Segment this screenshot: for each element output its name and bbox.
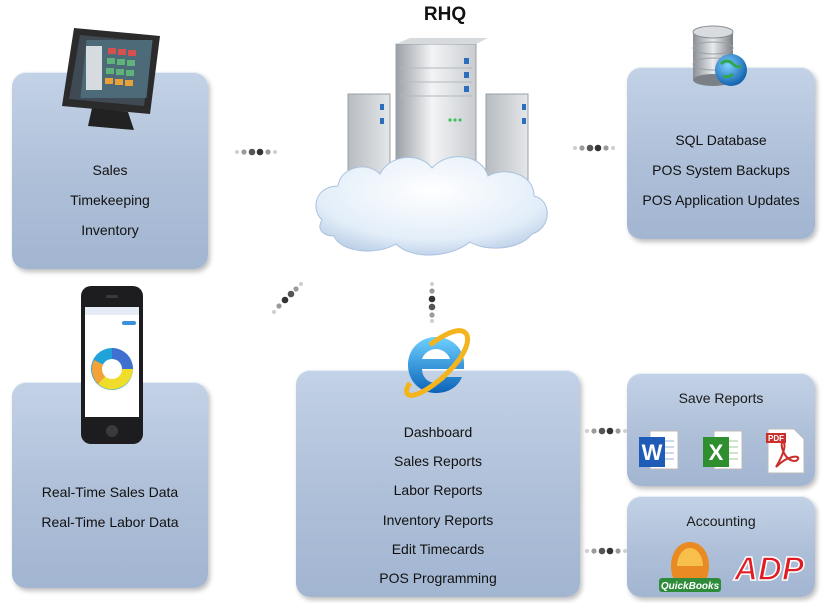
pos-terminal-icon bbox=[62, 28, 160, 130]
server-cloud-icon bbox=[315, 38, 548, 256]
excel-icon: X bbox=[703, 430, 743, 470]
pos-line: Inventory bbox=[81, 222, 139, 238]
quickbooks-logo: QuickBooks bbox=[659, 542, 721, 592]
pos-line: Timekeeping bbox=[70, 192, 150, 208]
adp-label: ADP bbox=[733, 551, 805, 585]
save-reports-box: Save Reports W X PDF bbox=[627, 373, 815, 486]
connector-rhq-web bbox=[428, 282, 436, 323]
database-globe-icon bbox=[692, 25, 747, 86]
web-box-text: Dashboard Sales Reports Labor Reports In… bbox=[296, 418, 580, 593]
connector-rhq-sql bbox=[573, 144, 615, 152]
word-icon: W bbox=[639, 430, 679, 470]
sql-line: POS Application Updates bbox=[642, 192, 800, 208]
svg-text:W: W bbox=[642, 440, 663, 465]
sql-box-text: SQL Database POS System Backups POS Appl… bbox=[627, 125, 815, 215]
svg-text:X: X bbox=[709, 440, 724, 465]
connector-web-save bbox=[585, 427, 627, 435]
mobile-line: Real-Time Sales Data bbox=[41, 484, 179, 500]
smartphone-icon bbox=[81, 286, 143, 444]
accounting-title: Accounting bbox=[686, 513, 756, 529]
svg-text:PDF: PDF bbox=[768, 434, 784, 443]
sql-line: SQL Database bbox=[675, 132, 767, 148]
pdf-icon: PDF bbox=[766, 428, 805, 474]
connector-web-accounting bbox=[585, 547, 627, 555]
pos-box-text: Sales Timekeeping Inventory bbox=[12, 155, 208, 245]
web-box: Dashboard Sales Reports Labor Reports In… bbox=[296, 370, 580, 597]
connector-pos-rhq bbox=[235, 148, 277, 156]
sql-box: SQL Database POS System Backups POS Appl… bbox=[627, 67, 815, 239]
web-line: Labor Reports bbox=[393, 482, 483, 499]
internet-explorer-icon bbox=[404, 328, 470, 398]
web-line: Inventory Reports bbox=[382, 511, 494, 528]
web-line: Edit Timecards bbox=[391, 540, 485, 557]
diagram-title: RHQ bbox=[423, 4, 467, 25]
sql-line: POS System Backups bbox=[652, 162, 790, 178]
save-reports-title: Save Reports bbox=[678, 390, 764, 406]
web-line: Sales Reports bbox=[394, 453, 482, 470]
accounting-box: Accounting QuickBooks ADP bbox=[627, 496, 815, 597]
adp-logo: ADP bbox=[732, 551, 805, 585]
web-line: Dashboard bbox=[403, 424, 473, 440]
quickbooks-label: QuickBooks bbox=[661, 581, 720, 592]
pos-line: Sales bbox=[92, 162, 128, 178]
mobile-box-text: Real-Time Sales Data Real-Time Labor Dat… bbox=[12, 477, 208, 537]
mobile-line: Real-Time Labor Data bbox=[41, 514, 179, 530]
connector-mobile-rhq bbox=[272, 282, 303, 314]
web-line: POS Programming bbox=[379, 570, 497, 587]
